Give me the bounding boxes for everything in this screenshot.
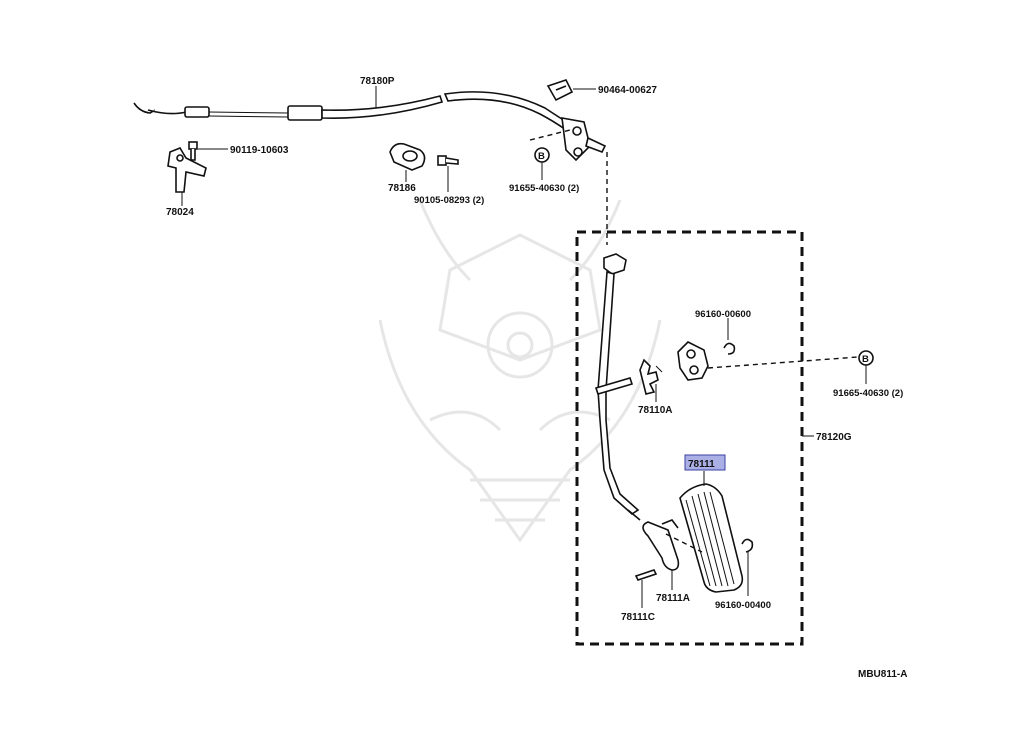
accelerator-cable	[133, 91, 607, 162]
dash-spring-lower	[665, 533, 703, 553]
label-clamp[interactable]: 78186	[388, 183, 416, 194]
label-clip-top[interactable]: 90464-00627	[598, 85, 657, 96]
nut-top-marker: B	[534, 147, 550, 163]
pivot-bracket-part	[677, 341, 709, 381]
assembly-boundary	[575, 230, 804, 646]
clip-top-part	[546, 79, 574, 102]
label-nut-right[interactable]: 91665-40630 (2)	[833, 388, 903, 399]
bracket-left-part	[167, 141, 207, 193]
nut-top-letter: B	[538, 151, 545, 162]
bolt-clamp-part	[437, 155, 459, 166]
label-bolt-clamp[interactable]: 90105-08293 (2)	[414, 195, 484, 206]
spring-upper-part	[639, 358, 663, 395]
label-assembly[interactable]: 78120G	[816, 432, 852, 443]
spring-lower-part	[642, 519, 680, 571]
nut-right-letter: B	[862, 354, 869, 365]
label-spring-upper[interactable]: 78110A	[638, 405, 672, 416]
clip-mid-part	[723, 342, 736, 355]
pin-part	[634, 569, 658, 581]
dash-nut-right	[707, 356, 859, 369]
dash-nut-top	[529, 129, 571, 141]
label-bolt-left[interactable]: 90119-10603	[230, 145, 289, 156]
diagram-code: MBU811-A	[858, 669, 907, 680]
label-cable[interactable]: 78180P	[360, 76, 395, 87]
label-pin[interactable]: 78111C	[621, 612, 655, 623]
nut-right-marker: B	[858, 350, 874, 366]
label-clip-mid[interactable]: 96160-00600	[695, 309, 751, 320]
watermark-emblem	[378, 199, 662, 543]
label-clip-lower[interactable]: 96160-00400	[715, 600, 771, 611]
pedal-pad-part	[679, 483, 744, 593]
label-bracket-left[interactable]: 78024	[166, 207, 194, 218]
label-pedal-pad[interactable]: 78111	[688, 459, 715, 470]
highlight-pedal-pad	[684, 454, 726, 471]
pedal-arm-part	[594, 253, 641, 521]
clip-lower-part	[741, 538, 754, 553]
label-nut-top[interactable]: 91655-40630 (2)	[509, 183, 579, 194]
label-spring-lower[interactable]: 78111A	[656, 593, 690, 604]
clamp-part	[389, 142, 426, 171]
